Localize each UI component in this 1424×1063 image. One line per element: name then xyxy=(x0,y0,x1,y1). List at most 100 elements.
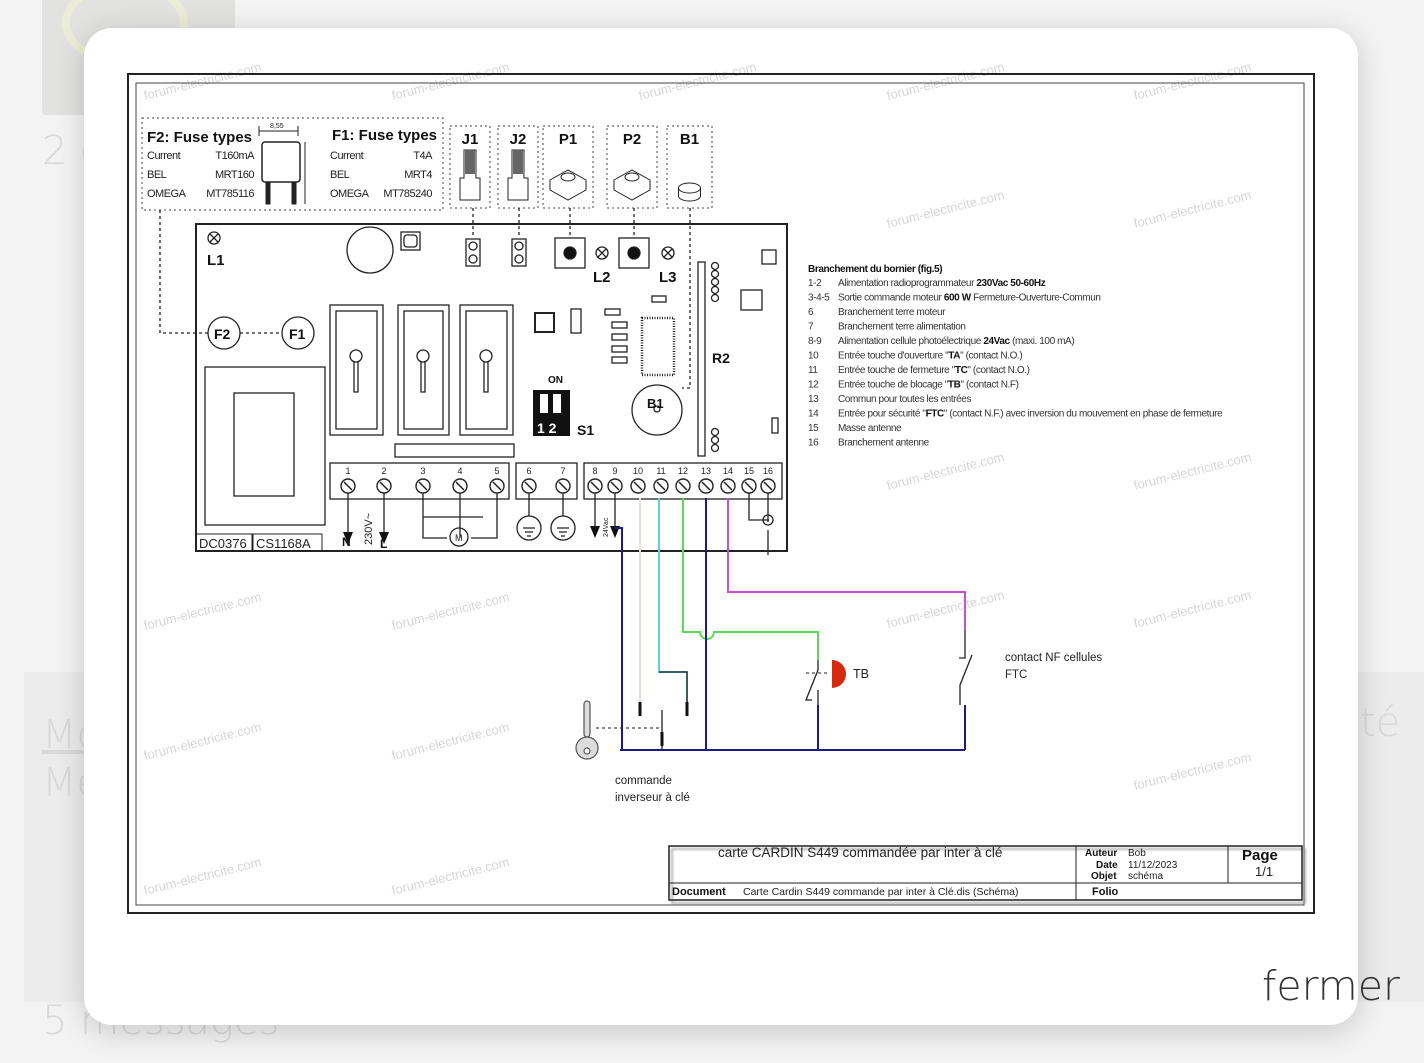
legend-item-number: 10 xyxy=(808,351,819,362)
s1-label: S1 xyxy=(577,422,594,438)
jumper-pins-icon xyxy=(465,150,475,174)
component-label-p1: P1 xyxy=(559,131,577,148)
watermark-text: forum-electricite.com xyxy=(1132,187,1253,231)
legend-item-segment: Masse antenne xyxy=(838,423,902,434)
date-value: 11/12/2023 xyxy=(1128,860,1178,871)
title-block xyxy=(668,845,1303,901)
title-block-title: carte CARDIN S449 commandée par inter à … xyxy=(718,845,1002,860)
fuse-row-value: T160mA xyxy=(215,150,255,162)
page-label: Page xyxy=(1242,847,1278,864)
push-button-icon xyxy=(549,169,587,201)
legend-item-segment: Commun pour toutes les entrées xyxy=(838,394,971,405)
ftc-label-line2: FTC xyxy=(1005,669,1027,681)
terminal-number: 15 xyxy=(744,466,754,476)
watermark-text: forum-electricite.com xyxy=(885,59,1006,103)
date-label: Date xyxy=(1096,860,1118,871)
legend-item-emphasis: FTC xyxy=(926,409,944,420)
v230-label: 230V~ xyxy=(363,513,375,545)
watermark-text: forum-electricite.com xyxy=(390,589,511,633)
watermark-text: forum-electricite.com xyxy=(1132,587,1253,631)
terminal-number: 1 xyxy=(345,466,350,476)
legend: 1-2 Alimentation radioprogrammateur 230Va… xyxy=(808,278,1223,449)
legend-item-text: Commun pour toutes les entrées xyxy=(838,394,971,405)
legend-item-number: 16 xyxy=(808,438,819,449)
buzzer-icon xyxy=(678,182,701,194)
fuse-drawing xyxy=(258,126,306,205)
terminal-number: 13 xyxy=(701,466,711,476)
terminal-number: 10 xyxy=(633,466,643,476)
fuse-row-value: T4A xyxy=(413,150,433,162)
f2-fuse-title: F2: Fuse types xyxy=(147,129,252,146)
legend-item-segment: Alimentation radioprogrammateur xyxy=(838,278,976,289)
legend-item-segment: Sortie commande moteur xyxy=(838,293,944,304)
b1-board-label: B1 xyxy=(647,396,664,411)
legend-item-number: 7 xyxy=(808,322,814,333)
legend-item-text: Branchement antenne xyxy=(838,438,930,449)
f1-label: F1 xyxy=(289,326,306,342)
watermark-text: forum-electricite.com xyxy=(142,719,263,763)
legend-item-emphasis: 24Vac xyxy=(983,336,1010,347)
dip-numbers: 1 2 xyxy=(537,420,557,436)
push-button-icon xyxy=(613,169,651,201)
legend-item-text: Sortie commande moteur 600 W Fermeture-O… xyxy=(838,293,1101,304)
legend-item-number: 15 xyxy=(808,423,819,434)
legend-item-segment: " (contact N.F) xyxy=(960,380,1018,391)
dip-on-label: ON xyxy=(548,375,563,386)
legend-item-segment: (maxi. 100 mA) xyxy=(1010,336,1075,347)
motor-label: M xyxy=(455,533,463,543)
legend-item-segment: Fermeture-Ouverture-Commun xyxy=(971,293,1101,304)
component-box-j2 xyxy=(497,125,539,209)
fuse-row-label: OMEGA xyxy=(147,188,187,200)
terminal-number: 3 xyxy=(420,466,425,476)
board-components xyxy=(159,208,779,526)
object-value: schéma xyxy=(1128,871,1163,882)
close-button[interactable]: fermer xyxy=(1262,962,1400,1010)
fuse-row-value: MT785116 xyxy=(206,188,254,200)
legend-item-segment: Entrée touche de fermeture " xyxy=(838,365,956,376)
legend-item-segment: Branchement terre moteur xyxy=(838,307,946,318)
legend-item-text: Alimentation radioprogrammateur 230Vac 5… xyxy=(838,278,1046,289)
legend-item-number: 14 xyxy=(808,409,819,420)
terminal-number: 7 xyxy=(560,466,565,476)
key-icon xyxy=(575,700,599,760)
object-label: Objet xyxy=(1091,871,1117,882)
l1-label: L1 xyxy=(207,252,225,269)
watermark-text: forum-electricite.com xyxy=(885,587,1006,631)
watermark-text: forum-electricite.com xyxy=(885,449,1006,493)
watermark-text: forum-electricite.com xyxy=(1132,59,1253,103)
circuit-board xyxy=(195,223,788,552)
legend-item-segment: Alimentation cellule photoélectrique xyxy=(838,336,983,347)
board-ref-dc: DC0376 xyxy=(199,536,247,551)
component-label-j1: J1 xyxy=(462,131,479,148)
legend-item-segment: " (contact N.O.) xyxy=(967,365,1029,376)
fuse-dimension: 8,55 xyxy=(270,123,284,130)
watermark-text: forum-electricite.com xyxy=(390,854,511,898)
terminal-number: 11 xyxy=(656,466,665,476)
page-value: 1/1 xyxy=(1255,864,1273,879)
component-box-j1 xyxy=(449,125,491,209)
background-right-text: té xyxy=(1360,700,1401,746)
legend-item-number: 13 xyxy=(808,394,819,405)
legend-item-segment: Entrée touche de blocage " xyxy=(838,380,949,391)
fuse-row-label: OMEGA xyxy=(330,188,370,200)
l2-label: L2 xyxy=(593,269,611,286)
terminal-number: 12 xyxy=(678,466,688,476)
legend-item-text: Branchement terre alimentation xyxy=(838,322,966,333)
document-value: Carte Cardin S449 commande par inter à C… xyxy=(743,886,1018,898)
outer-frame xyxy=(127,73,1315,914)
component-box-p2 xyxy=(606,125,658,209)
legend-item-text: Alimentation cellule photoélectrique 24V… xyxy=(838,336,1074,347)
fuse-row-label: Current xyxy=(147,150,181,162)
legend-item-number: 8-9 xyxy=(808,336,822,347)
legend-item-emphasis: 600 W xyxy=(944,293,972,304)
ftc-label-line1: contact NF cellules xyxy=(1005,652,1102,664)
legend-item-number: 12 xyxy=(808,380,819,391)
legend-item-number: 11 xyxy=(808,365,818,376)
legend-item-number: 1-2 xyxy=(808,278,822,289)
tb-label: TB xyxy=(853,667,869,681)
legend-item-text: Entrée touche de blocage "TB" (contact N… xyxy=(838,380,1019,391)
legend-item-emphasis: TC xyxy=(955,365,968,376)
f2-label: F2 xyxy=(214,326,231,342)
legend-item-number: 6 xyxy=(808,307,814,318)
l3-label: L3 xyxy=(659,269,677,286)
